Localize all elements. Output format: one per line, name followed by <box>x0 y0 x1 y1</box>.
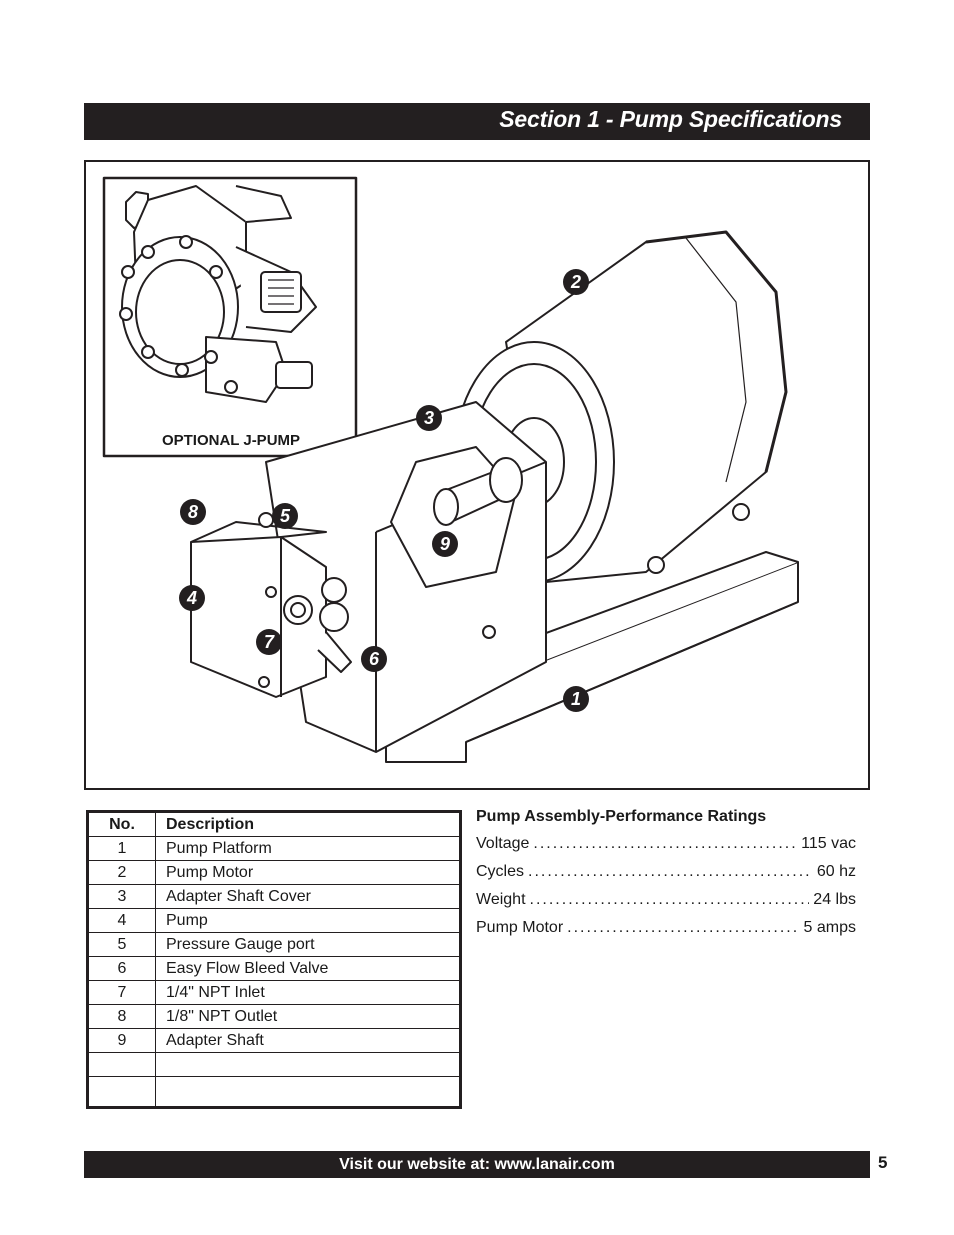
pump-assembly-figure: OPTIONAL J-PUMP 1 2 3 4 5 6 7 8 9 <box>84 160 870 790</box>
rating-label: Weight <box>476 891 526 908</box>
rating-label: Pump Motor <box>476 919 564 936</box>
rating-label: Voltage <box>476 835 530 852</box>
pump-assembly-sketch <box>190 230 799 763</box>
part-description: Pump <box>155 908 461 933</box>
parts-table: No. Description 1 Pump Platform 2 Pump M… <box>86 810 462 1109</box>
performance-ratings: Pump Assembly-Performance Ratings Voltag… <box>476 808 856 947</box>
table-row: 2 Pump Motor <box>87 860 461 885</box>
part-number: 9 <box>87 1028 156 1053</box>
rating-row: Weight .................................… <box>476 891 856 919</box>
table-row: 6 Easy Flow Bleed Valve <box>87 956 461 981</box>
part-description: Pump Platform <box>155 836 461 861</box>
rating-row: Voltage ................................… <box>476 835 856 863</box>
part-number: 5 <box>87 932 156 957</box>
part-number: 2 <box>87 860 156 885</box>
callout-9: 9 <box>432 531 458 557</box>
pump-assembly-illustration <box>102 176 799 763</box>
column-header-no: No. <box>87 811 156 837</box>
rating-value: 115 vac <box>801 835 856 852</box>
rating-value: 24 lbs <box>813 891 856 908</box>
j-pump-sketch <box>119 185 317 403</box>
dot-leader: ........................................… <box>567 919 800 936</box>
callout-7: 7 <box>256 629 282 655</box>
part-number: 4 <box>87 908 156 933</box>
dot-leader: ........................................… <box>529 891 810 908</box>
table-row: 4 Pump <box>87 908 461 933</box>
inset-caption: OPTIONAL J-PUMP <box>161 432 301 449</box>
section-title: Section 1 - Pump Specifications <box>499 106 842 132</box>
part-number: 8 <box>87 1004 156 1029</box>
dot-leader: ........................................… <box>528 863 813 880</box>
column-header-description: Description <box>155 811 461 837</box>
part-description: Adapter Shaft <box>155 1028 461 1053</box>
callout-6: 6 <box>361 646 387 672</box>
callout-5: 5 <box>272 503 298 529</box>
table-row: 1 Pump Platform <box>87 836 461 861</box>
part-description: 1/8" NPT Outlet <box>155 1004 461 1029</box>
rating-value: 60 hz <box>816 863 856 880</box>
part-description: Adapter Shaft Cover <box>155 884 461 909</box>
inset-frame <box>102 176 358 458</box>
table-row: 3 Adapter Shaft Cover <box>87 884 461 909</box>
section-header-bar: Section 1 - Pump Specifications <box>84 103 870 140</box>
part-description: Pump Motor <box>155 860 461 885</box>
callout-4: 4 <box>179 585 205 611</box>
callout-1: 1 <box>563 686 589 712</box>
part-description: Easy Flow Bleed Valve <box>155 956 461 981</box>
footer-bar: Visit our website at: www.lanair.com <box>84 1151 870 1178</box>
table-row: 9 Adapter Shaft <box>87 1028 461 1053</box>
part-description: 1/4" NPT Inlet <box>155 980 461 1005</box>
callout-8: 8 <box>180 499 206 525</box>
part-number: 7 <box>87 980 156 1005</box>
empty-table-row <box>87 1076 461 1108</box>
table-header-row: No. Description <box>87 811 461 837</box>
part-number: 3 <box>87 884 156 909</box>
part-description: Pressure Gauge port <box>155 932 461 957</box>
page-number: 5 <box>878 1153 888 1172</box>
table-row: 8 1/8" NPT Outlet <box>87 1004 461 1029</box>
table-row: 7 1/4" NPT Inlet <box>87 980 461 1005</box>
rating-row: Cycles .................................… <box>476 863 856 891</box>
rating-value: 5 amps <box>803 919 856 936</box>
ratings-title: Pump Assembly-Performance Ratings <box>476 808 767 825</box>
rating-row: Pump Motor .............................… <box>476 919 856 947</box>
callout-3: 3 <box>416 405 442 431</box>
table-row: 5 Pressure Gauge port <box>87 932 461 957</box>
dot-leader: ........................................… <box>533 835 798 852</box>
rating-label: Cycles <box>476 863 525 880</box>
part-number: 1 <box>87 836 156 861</box>
callout-2: 2 <box>563 269 589 295</box>
part-number: 6 <box>87 956 156 981</box>
empty-table-row <box>87 1052 461 1077</box>
website-link[interactable]: Visit our website at: www.lanair.com <box>339 1156 615 1173</box>
